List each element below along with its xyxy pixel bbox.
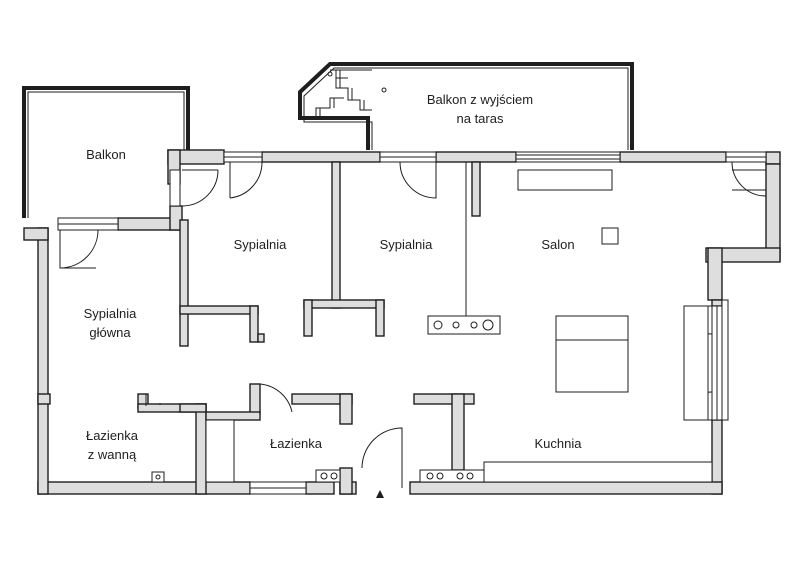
sink-icon (456, 472, 464, 480)
room-label-living-room: Salon (541, 237, 575, 252)
burner-icon (452, 321, 460, 329)
room-label-bathroom: Łazienka (269, 436, 323, 451)
windows (57, 151, 767, 495)
drain-icon (320, 472, 328, 480)
entrance-arrow-icon (376, 490, 384, 498)
sink-icon (436, 472, 444, 480)
room-label-balcony-terrace: Balkon z wyjściem na taras (410, 90, 550, 128)
room-label-bedroom-b: Sypialnia (379, 237, 433, 252)
room-label-kitchen: Kuchnia (534, 436, 582, 451)
room-label-line: główna (89, 325, 131, 340)
room-label-line: Balkon z wyjściem (426, 92, 534, 107)
burner-icon (433, 320, 443, 330)
dining-table (555, 315, 629, 393)
shower (205, 419, 235, 483)
room-label-line: Sypialnia (83, 306, 137, 321)
drain-icon (330, 472, 338, 480)
drain-icon (155, 474, 161, 480)
room-label-bedroom-a: Sypialnia (233, 237, 287, 252)
cooktop (427, 315, 501, 335)
room-label-line: z wanną (87, 447, 137, 462)
walls (23, 149, 781, 495)
stairs (315, 69, 387, 118)
kitchen-counter (483, 461, 713, 483)
balcony-railing (22, 86, 190, 218)
burner-icon (470, 321, 478, 329)
room-label-master-bedroom: Sypialnia główna (70, 304, 150, 342)
sofa (517, 169, 613, 191)
terrace-balcony-railing (298, 62, 634, 150)
room-label-line: na taras (456, 111, 504, 126)
cabinet (683, 305, 709, 421)
room-label-line: Łazienka (85, 428, 139, 443)
fixtures (151, 162, 713, 483)
sink-icon (466, 472, 474, 480)
side-table (601, 227, 619, 245)
burner-icon (482, 319, 494, 331)
room-label-bathroom-with-tub: Łazienka z wanną (72, 426, 152, 464)
room-label-balcony: Balkon (86, 147, 126, 162)
doors (59, 161, 767, 488)
sink-icon (426, 472, 434, 480)
